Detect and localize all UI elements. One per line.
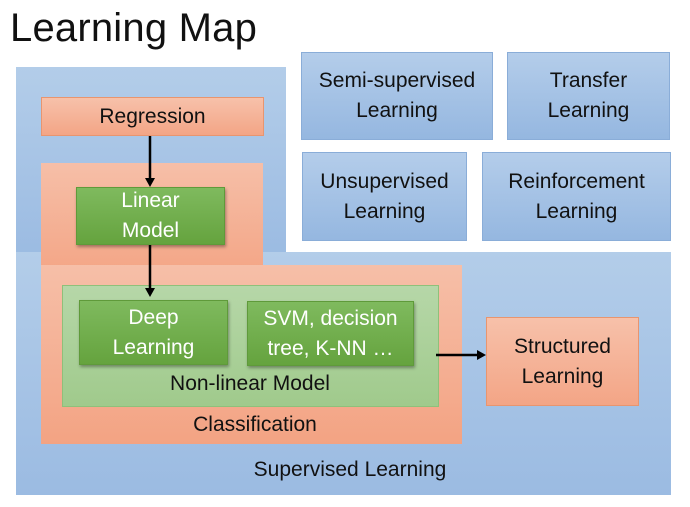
structured-learning-node: Structured Learning	[486, 317, 639, 406]
svm-tree-knn-node: SVM, decision tree, K-NN …	[247, 301, 414, 366]
arrow-nonlinear-to-structured	[436, 350, 486, 360]
structured-label-line1: Structured	[514, 334, 611, 358]
transfer-label-line2: Learning	[547, 99, 630, 122]
arrow-linear-to-deep	[145, 245, 155, 297]
unsupervised-label-line1: Unsupervised	[320, 169, 449, 193]
reinforcement-label-line2: Learning	[535, 199, 618, 223]
semi-supervised-label-line2: Learning	[356, 99, 438, 122]
deep-learning-label-line2: Learning	[112, 335, 195, 359]
regression-label: Regression	[99, 104, 206, 128]
arrow-regression-to-linear	[145, 136, 155, 187]
svm-label-line2: tree, K-NN …	[267, 336, 394, 360]
semi-supervised-label-line1: Semi-supervised	[318, 69, 476, 92]
transfer-label-line1: Transfer	[549, 69, 628, 92]
reinforcement-node: Reinforcement Learning	[482, 152, 671, 241]
supervised-label: Supervised Learning	[253, 458, 447, 481]
non-linear-model-label: Non-linear Model	[170, 372, 330, 395]
reinforcement-label-line1: Reinforcement	[508, 169, 645, 193]
svm-label-line1: SVM, decision	[263, 306, 398, 330]
linear-model-label-line2: Model	[121, 219, 180, 242]
unsupervised-node: Unsupervised Learning	[302, 152, 467, 241]
semi-supervised-node: Semi-supervised Learning	[301, 52, 493, 140]
structured-label-line2: Learning	[521, 364, 604, 388]
page-title: Learning Map	[10, 6, 258, 50]
deep-learning-label-line1: Deep	[128, 305, 179, 329]
linear-model-node: Linear Model	[76, 187, 225, 245]
unsupervised-label-line2: Learning	[343, 199, 426, 223]
classification-label: Classification	[193, 413, 317, 436]
transfer-learning-node: Transfer Learning	[507, 52, 670, 140]
regression-node: Regression	[41, 97, 264, 136]
deep-learning-node: Deep Learning	[79, 300, 228, 365]
linear-model-label-line1: Linear	[121, 189, 180, 212]
